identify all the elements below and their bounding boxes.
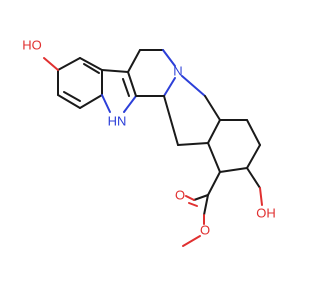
molecule-structure: HO HN N O O OH: [22, 37, 276, 247]
bond: [163, 77, 176, 97]
ring-c: [127, 49, 176, 97]
bond: [57, 94, 81, 109]
bond: [79, 94, 103, 109]
bond: [123, 95, 137, 113]
bond: [101, 69, 129, 73]
benzene-ring: [57, 57, 103, 109]
bond: [181, 75, 206, 97]
ring-nitrogen-label: N: [173, 63, 182, 78]
bond-carbonyl: [185, 195, 195, 201]
indole-nh-label: HN: [108, 113, 127, 128]
bond-hydroxyl-top: [43, 57, 59, 71]
bond: [204, 95, 221, 121]
bond-double: [83, 63, 100, 74]
hydroxyl-bottom-label: OH: [256, 205, 276, 220]
bond: [193, 194, 209, 201]
bond: [203, 194, 209, 216]
bond-double: [122, 78, 130, 97]
bond: [207, 142, 221, 173]
bond: [246, 167, 261, 189]
bond: [219, 167, 248, 173]
bond-methyl: [182, 235, 201, 247]
carbonyl-oxygen-label: O: [175, 187, 185, 202]
bond: [127, 49, 141, 73]
bond: [207, 171, 221, 196]
bond: [57, 57, 81, 71]
pyrrole-ring: [101, 69, 137, 113]
bond: [79, 57, 103, 71]
bond-hydroxyl-bottom: [259, 187, 263, 206]
bond-carbonyl-double: [188, 202, 198, 207]
bond-double: [63, 91, 81, 102]
bond: [246, 144, 261, 169]
bond: [101, 94, 111, 113]
bond: [207, 119, 221, 144]
substituents: [43, 57, 263, 247]
bond: [127, 71, 137, 97]
ester-oxygen-label: O: [200, 222, 210, 237]
bond: [246, 119, 261, 146]
hydroxyl-top-label: HO: [22, 37, 42, 52]
structure-canvas: HO HN N O O OH: [22, 37, 276, 247]
bond: [163, 95, 179, 146]
ring-d: [163, 75, 221, 146]
ring-e: [207, 119, 261, 173]
bond: [177, 142, 209, 146]
bond: [162, 49, 176, 67]
